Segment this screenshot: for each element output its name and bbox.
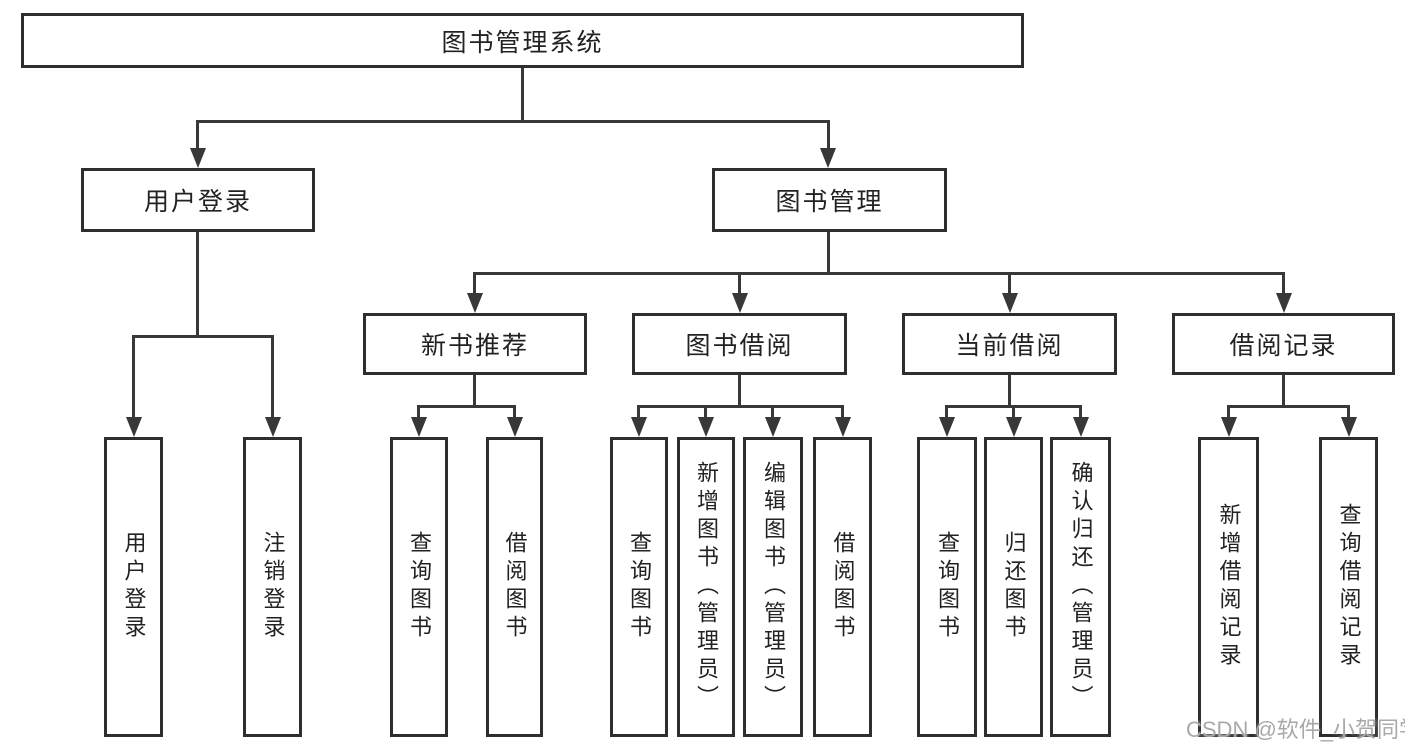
connector-stem [637,405,640,421]
leaf-edit-books-admin: 编辑图书（管理员） [743,437,803,737]
node-book-borrowing-label: 图书借阅 [685,332,794,360]
leaf-label: 查询图书 [627,531,652,643]
arrow-down-icon [1006,417,1022,437]
arrow-down-icon [835,417,851,437]
connector-stem [704,405,707,421]
arrow-down-icon [1002,293,1018,313]
connector-user-login-trunk [196,232,199,338]
leaf-label: 查询图书 [935,531,960,643]
arrow-down-icon [265,417,281,437]
csdn-watermark: CSDN @软件_小贺同学 [1186,717,1405,742]
arrow-down-icon [190,148,206,168]
connector-root-bar [196,120,830,123]
connector-stem [1347,405,1350,421]
leaf-logout: 注销登录 [243,437,302,737]
arrow-down-icon [939,417,955,437]
leaf-label: 新增借阅记录 [1216,503,1242,671]
leaf-label: 用户登录 [121,531,147,643]
leaf-query-books-recommend: 查询图书 [390,437,448,737]
arrow-down-icon [1341,417,1357,437]
connector-stem [473,272,476,297]
connector-user-login-bar [132,335,274,338]
node-new-book-recommend: 新书推荐 [363,313,587,375]
connector-current-trunk [1008,375,1011,407]
connector-stem [1008,272,1011,297]
connector-stem [1012,405,1015,421]
arrow-down-icon [820,148,836,168]
connector-stem [417,405,420,421]
connector-stem [196,120,199,152]
leaf-label: 查询借阅记录 [1336,503,1362,671]
connector-stem [771,405,774,421]
connector-stem [1079,405,1082,421]
leaf-label: 编辑图书（管理员） [761,461,786,713]
leaf-label: 归还图书 [1001,531,1027,643]
arrow-down-icon [765,417,781,437]
node-borrowing-records-label: 借阅记录 [1229,332,1338,360]
connector-records-bar [1227,405,1349,408]
node-book-management: 图书管理 [712,168,947,232]
node-root: 图书管理系统 [21,13,1024,68]
connector-stem [513,405,516,421]
node-user-login-label: 用户登录 [143,188,252,216]
leaf-borrow-books-recommend: 借阅图书 [486,437,543,737]
node-new-book-recommend-label: 新书推荐 [420,332,529,360]
connector-records-trunk [1282,375,1285,407]
leaf-user-login: 用户登录 [104,437,163,737]
connector-stem [271,335,274,421]
leaf-query-books-borrowing: 查询图书 [610,437,668,737]
arrow-down-icon [507,417,523,437]
leaf-query-borrow-record: 查询借阅记录 [1319,437,1378,737]
node-borrowing-records: 借阅记录 [1172,313,1395,375]
leaf-label: 新增图书（管理员） [694,461,719,713]
leaf-label: 借阅图书 [830,531,856,643]
node-book-borrowing: 图书借阅 [632,313,847,375]
arrow-down-icon [698,417,714,437]
leaf-label: 查询图书 [407,531,432,643]
connector-stem [1227,405,1230,421]
arrow-down-icon [631,417,647,437]
node-current-borrowing: 当前借阅 [902,313,1117,375]
connector-borrowing-trunk [738,375,741,407]
connector-recommend-trunk [473,375,476,407]
leaf-return-books: 归还图书 [984,437,1043,737]
leaf-borrow-books: 借阅图书 [813,437,872,737]
arrow-down-icon [732,293,748,313]
leaf-label: 注销登录 [260,531,286,643]
connector-stem [827,120,830,152]
connector-stem [738,272,741,297]
leaf-label: 确认归还（管理员） [1068,461,1094,713]
arrow-down-icon [467,293,483,313]
node-user-login: 用户登录 [81,168,315,232]
arrow-down-icon [1221,417,1237,437]
leaf-label: 借阅图书 [502,531,528,643]
leaf-add-borrow-record: 新增借阅记录 [1198,437,1259,737]
connector-book-mgmt-trunk [827,232,830,275]
connector-recommend-bar [417,405,516,408]
node-root-label: 图书管理系统 [441,28,604,57]
connector-book-mgmt-bar [473,272,1285,275]
arrow-down-icon [411,417,427,437]
connector-borrowing-bar [637,405,844,408]
node-current-borrowing-label: 当前借阅 [955,332,1064,360]
arrow-down-icon [126,417,142,437]
node-book-management-label: 图书管理 [775,188,884,216]
arrow-down-icon [1276,293,1292,313]
leaf-query-books-current: 查询图书 [917,437,977,737]
connector-stem [132,335,135,421]
connector-stem [1282,272,1285,297]
leaf-confirm-return-admin: 确认归还（管理员） [1050,437,1111,737]
connector-root-trunk [521,68,524,123]
leaf-add-books-admin: 新增图书（管理员） [677,437,735,737]
connector-stem [945,405,948,421]
connector-stem [841,405,844,421]
arrow-down-icon [1073,417,1089,437]
